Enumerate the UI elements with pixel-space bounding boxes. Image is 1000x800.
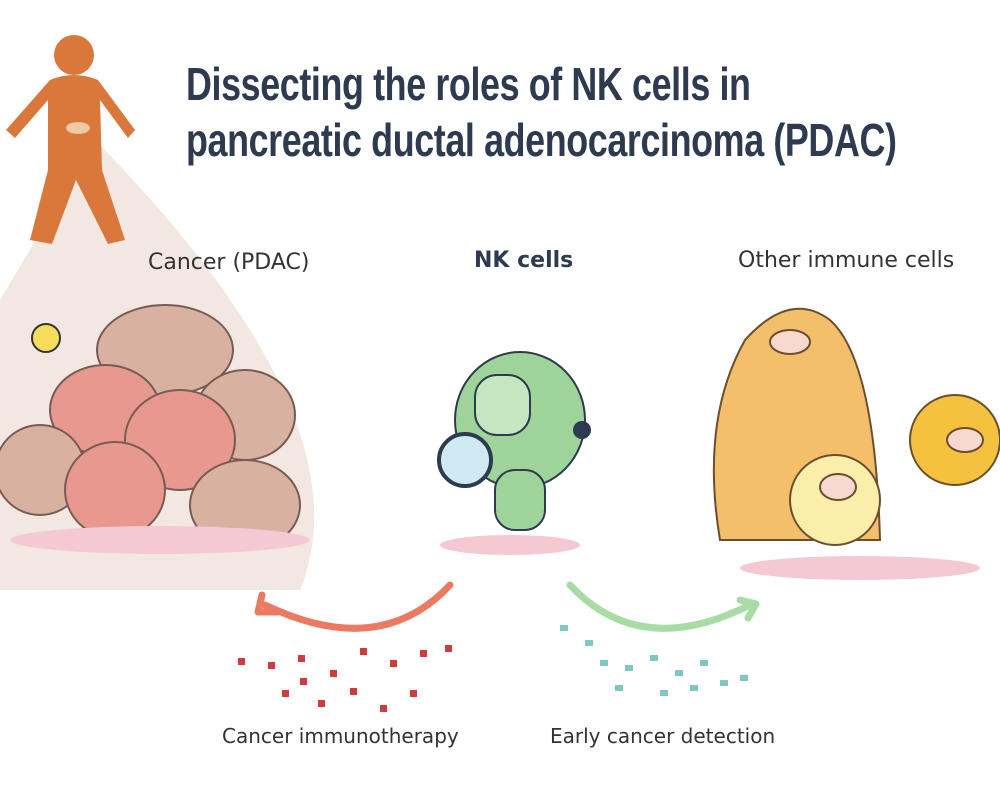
nk-cell-character bbox=[437, 351, 591, 555]
detection-label: Early cancer detection bbox=[550, 724, 776, 748]
right-arrowhead-icon bbox=[736, 596, 760, 622]
left-arrow bbox=[261, 581, 454, 632]
red-particles bbox=[238, 645, 452, 712]
teal-particles bbox=[560, 625, 748, 696]
immunotherapy-label: Cancer immunotherapy bbox=[222, 724, 459, 748]
music-note-icon bbox=[31, 323, 61, 353]
page-title: Dissecting the roles of NK cells in panc… bbox=[186, 56, 897, 168]
other-immune-cells-label: Other immune cells bbox=[738, 248, 955, 273]
human-figure-icon bbox=[6, 35, 135, 244]
right-arrow bbox=[566, 581, 754, 632]
other-immune-cells bbox=[712, 307, 1000, 580]
title-line-1: Dissecting the roles of NK cells in bbox=[186, 58, 751, 110]
tumor-shadow bbox=[10, 526, 310, 554]
left-arrowhead-icon bbox=[254, 591, 282, 616]
nk-cells-label: NK cells bbox=[474, 248, 574, 273]
cancer-label: Cancer (PDAC) bbox=[148, 250, 310, 275]
title-line-2: pancreatic ductal adenocarcinoma (PDAC) bbox=[186, 114, 897, 166]
